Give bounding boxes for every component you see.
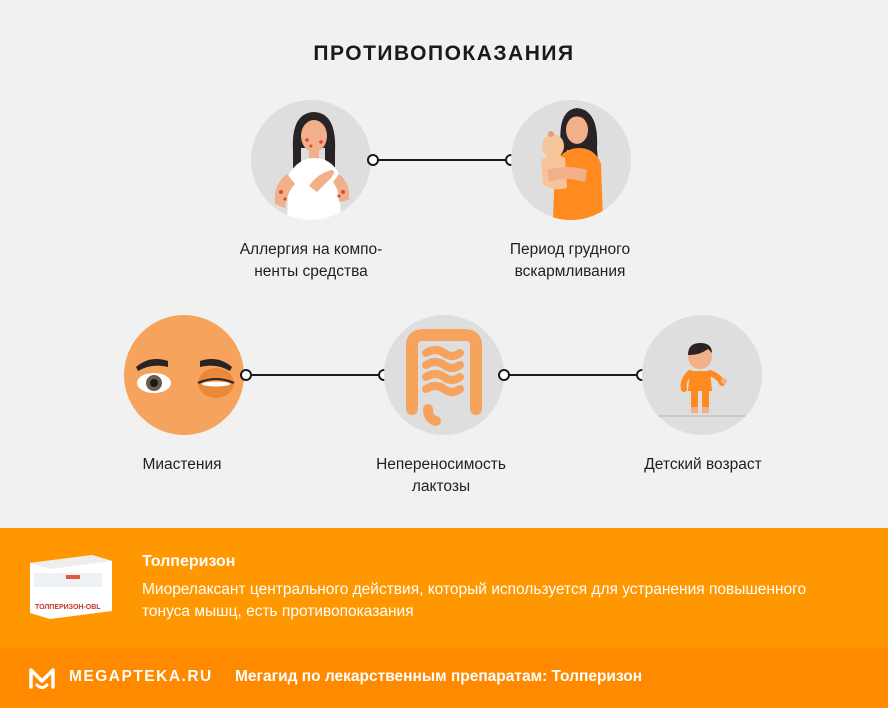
connector-line (245, 374, 383, 376)
breastfeeding-mother-icon (511, 100, 631, 220)
caption-lactose: Непереносимость лактозы (376, 456, 506, 495)
allergy-woman-icon (251, 100, 371, 220)
connector-dot (367, 154, 379, 166)
connector-line (372, 159, 510, 161)
caption-child-age: Детский возраст (644, 456, 762, 473)
footer-title: Мегагид по лекарственным препаратам: Тол… (235, 668, 643, 685)
connector-line (503, 374, 641, 376)
connector-dot (240, 369, 252, 381)
eyes-ptosis-icon (124, 315, 244, 435)
drug-info-band (0, 528, 888, 648)
child-icon (642, 315, 762, 435)
logo-text[interactable]: MEGAPTEKA.RU (69, 668, 213, 685)
caption-allergy: Аллергия на компо- ненты средства (239, 241, 383, 280)
svg-text:ТОЛПЕРИЗОН-OBL: ТОЛПЕРИЗОН-OBL (35, 604, 101, 611)
drug-description: Миорелаксант центрального действия, кото… (142, 581, 807, 620)
intestine-icon (384, 315, 504, 435)
caption-breastfeeding: Период грудного вскармливания (509, 241, 631, 280)
footer-bar (0, 648, 888, 708)
page-title: ПРОТИВОПОКАЗАНИЯ (313, 42, 575, 65)
megapteka-logo-icon[interactable] (28, 665, 56, 696)
drug-package-image: ТОЛПЕРИЗОН-OBL (28, 553, 114, 621)
connector-dot (498, 369, 510, 381)
caption-myasthenia: Миастения (142, 456, 222, 473)
drug-name: Толперизон (142, 553, 236, 570)
